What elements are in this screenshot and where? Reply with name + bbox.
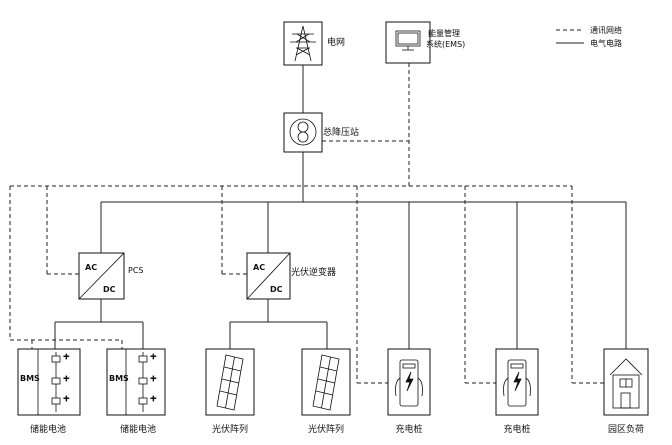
pv-array-1	[205, 348, 255, 416]
power-lines	[54, 65, 627, 349]
svg-text:+: +	[150, 394, 157, 403]
load-label: 园区负荷	[608, 423, 644, 435]
svg-text:+: +	[150, 352, 157, 361]
substation-node: 总降压站	[283, 112, 359, 153]
pcs-node: AC DC PCS	[78, 252, 144, 300]
legend-comm-label: 通讯网络	[590, 25, 622, 35]
legend: 通讯网络 电气电路	[556, 25, 622, 48]
battery1-bms-label: BMS	[20, 374, 40, 383]
legend-power-label: 电气电路	[590, 38, 622, 48]
storage-label-1: 储能电池	[30, 423, 66, 435]
comm-lines	[9, 63, 604, 384]
svg-text:+: +	[63, 374, 70, 383]
charger-2	[495, 348, 539, 416]
grid-node: 电网	[283, 21, 345, 66]
ev-charger-icon	[503, 359, 531, 407]
svg-text:+: +	[63, 352, 70, 361]
pcs-ac-label: AC	[85, 263, 97, 272]
storage-label-2: 储能电池	[120, 423, 156, 435]
campus-load	[603, 348, 649, 416]
ems-node: 能量管理 系统(EMS)	[385, 21, 465, 64]
ems-label-line1: 能量管理	[428, 28, 460, 38]
power-tower-icon	[290, 25, 316, 62]
transformer-icon	[289, 118, 317, 146]
inverter-label: 光伏逆变器	[291, 266, 336, 278]
pv-label-2: 光伏阵列	[308, 423, 344, 435]
solar-panel-icon	[312, 354, 340, 411]
inverter-ac-label: AC	[253, 263, 265, 272]
svg-text:+: +	[150, 374, 157, 383]
battery-unit-1: BMS + + +	[17, 348, 81, 416]
battery-cells-icon: + + +	[51, 352, 70, 412]
battery2-bms-label: BMS	[109, 374, 129, 383]
pv-array-2	[301, 348, 351, 416]
battery-unit-2: BMS + + +	[106, 348, 166, 416]
solar-panel-icon	[216, 354, 244, 411]
svg-text:+: +	[63, 394, 70, 403]
pv-label-1: 光伏阵列	[212, 423, 248, 435]
monitor-icon	[395, 30, 421, 51]
pcs-label: PCS	[128, 266, 144, 275]
inverter-dc-label: DC	[270, 285, 283, 294]
house-icon	[609, 358, 643, 409]
ems-label-line2: 系统(EMS)	[426, 39, 465, 49]
battery-cells-icon: + + +	[138, 352, 157, 412]
pcs-dc-label: DC	[103, 285, 116, 294]
substation-label: 总降压站	[323, 126, 359, 138]
ev-charger-icon	[395, 359, 423, 407]
charger-label-1: 充电桩	[395, 423, 422, 435]
grid-label: 电网	[327, 36, 345, 48]
charger-1	[387, 348, 431, 416]
inverter-node: AC DC 光伏逆变器	[246, 252, 336, 300]
charger-label-2: 充电桩	[503, 423, 530, 435]
